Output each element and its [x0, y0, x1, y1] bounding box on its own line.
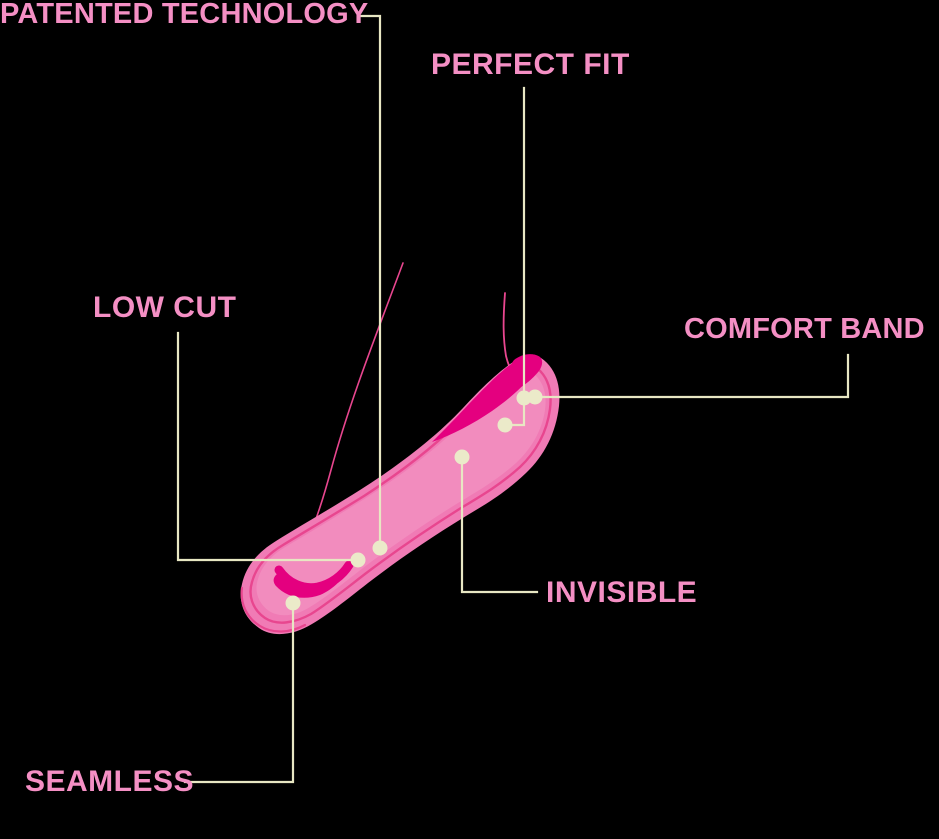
leader-invisible — [460, 455, 539, 594]
callout-label-patented-technology: PATENTED TECHNOLOGY — [0, 0, 369, 30]
dot-invisible — [454, 449, 470, 465]
dot-low-cut — [350, 552, 366, 568]
callout-label-seamless: SEAMLESS — [25, 765, 195, 798]
leader-comfort-band — [533, 353, 850, 399]
callout-label-low-cut: LOW CUT — [93, 291, 237, 324]
leader-patented-technology — [358, 14, 382, 550]
sock-low-cut-rim — [274, 560, 354, 593]
leader-low-cut — [176, 331, 360, 562]
dot-seamless — [285, 595, 301, 611]
callout-label-comfort-band: COMFORT BAND — [684, 313, 925, 345]
dot-comfort-band-2 — [497, 417, 513, 433]
callout-leaders — [176, 14, 850, 784]
dot-perfect-fit — [516, 390, 532, 406]
sock-illustration — [240, 262, 560, 635]
sock-low-cut-opening — [273, 566, 350, 598]
dot-patented-technology — [372, 540, 388, 556]
leader-seamless — [183, 601, 295, 784]
callout-dots — [285, 389, 543, 611]
sock-inner-fill — [256, 371, 546, 616]
callout-label-invisible: INVISIBLE — [546, 576, 698, 609]
dot-comfort-band — [527, 389, 543, 405]
sock-toe-edge — [240, 586, 307, 633]
callout-label-perfect-fit: PERFECT FIT — [431, 48, 630, 81]
